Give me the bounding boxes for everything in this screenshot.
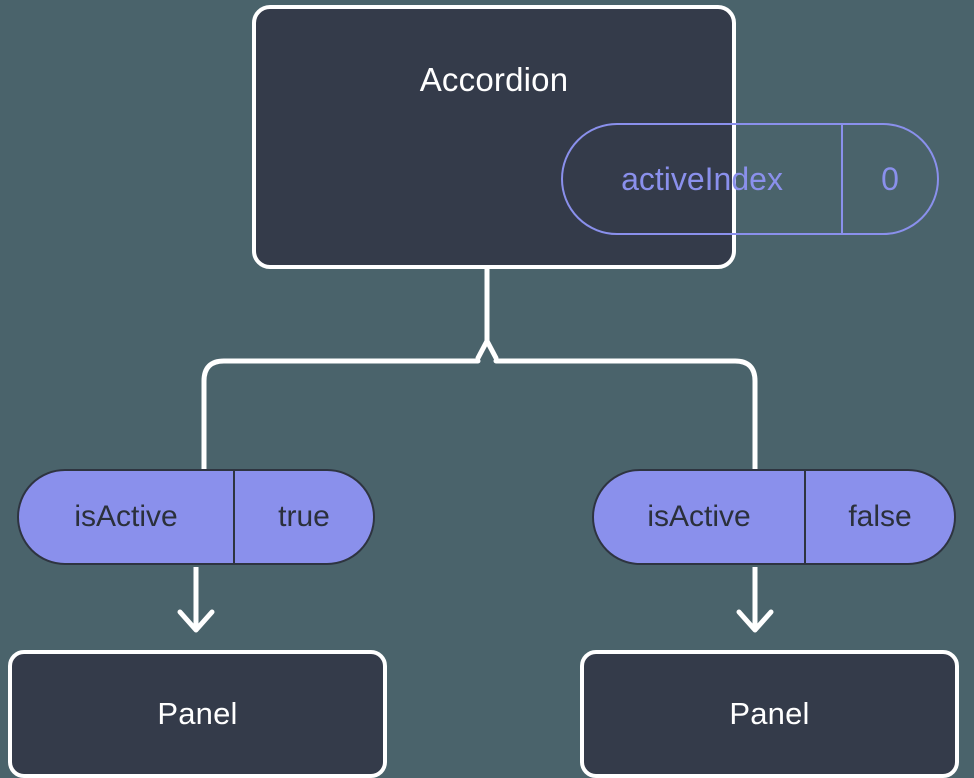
node-panel-right-title: Panel <box>729 696 810 731</box>
connector-junction-peak-left <box>475 338 490 361</box>
prop-pill-key: isActive <box>594 471 806 563</box>
connector-junction-peak <box>484 338 499 361</box>
connector-branch-right <box>493 358 758 473</box>
prop-pill-value: false <box>848 500 912 533</box>
node-panel-left-title: Panel <box>157 696 238 731</box>
prop-pill-is-active-true[interactable]: isActive true <box>17 469 375 565</box>
prop-pill-is-active-false[interactable]: isActive false <box>592 469 956 565</box>
prop-pill-key: isActive <box>19 471 235 563</box>
state-pill-value: 0 <box>881 160 899 197</box>
prop-pill-value: true <box>278 500 330 533</box>
node-accordion[interactable]: Accordion activeIndex 0 <box>252 5 939 269</box>
arrow-right-head-icon <box>736 609 774 633</box>
state-pill-key: activeIndex <box>563 125 843 233</box>
node-panel-right[interactable]: Panel <box>580 650 959 778</box>
node-accordion-title: Accordion <box>419 61 569 98</box>
state-pill-active-index[interactable]: activeIndex 0 <box>561 123 939 235</box>
node-panel-left[interactable]: Panel <box>8 650 387 778</box>
connector-branch-left <box>201 358 481 473</box>
arrow-left-head-icon <box>177 609 215 633</box>
